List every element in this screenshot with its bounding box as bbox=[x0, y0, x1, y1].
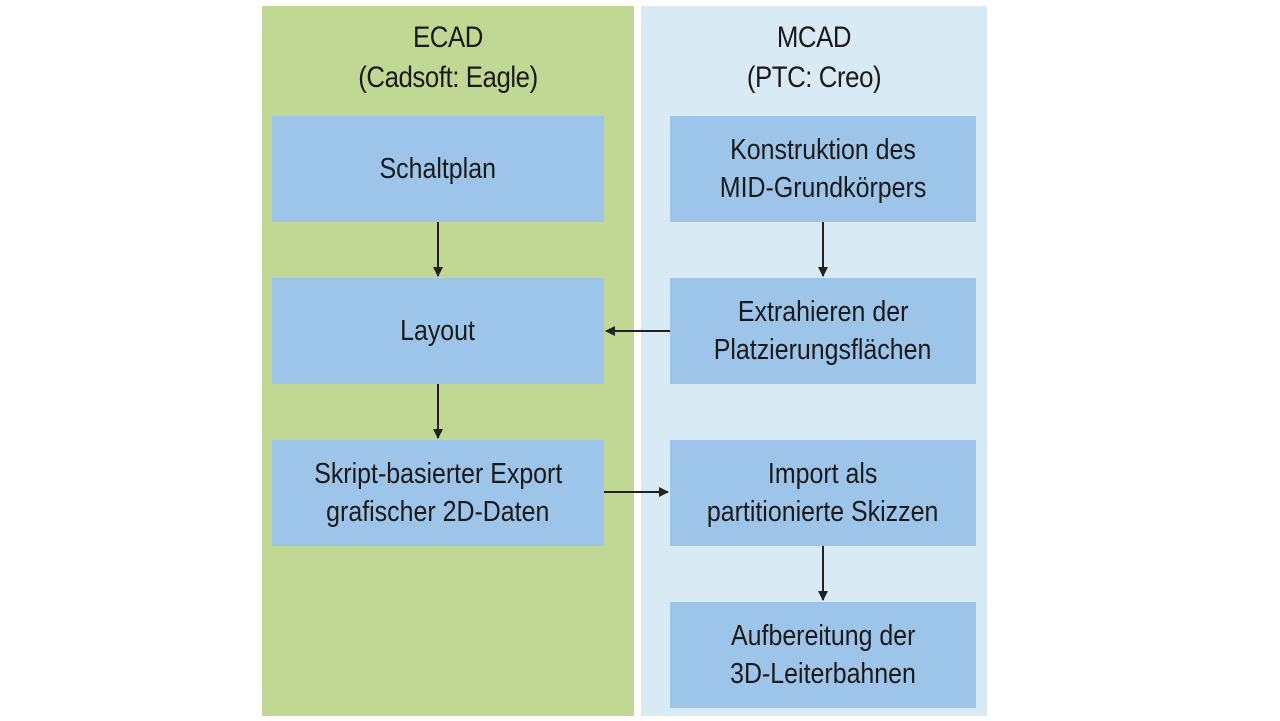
mcad-lane-title: MCAD (PTC: Creo) bbox=[665, 18, 963, 98]
box-layout-line1: Layout bbox=[400, 315, 476, 347]
box-export-line1: Skript-basierter Export bbox=[313, 458, 563, 490]
box-extrahieren: Extrahieren der Platzierungsflächen bbox=[670, 278, 976, 384]
ecad-lane-title: ECAD (Cadsoft: Eagle) bbox=[288, 18, 608, 98]
box-layout: Layout bbox=[272, 278, 604, 384]
ecad-title-line2: (Cadsoft: Eagle) bbox=[358, 61, 538, 94]
box-aufbereitung: Aufbereitung der 3D-Leiterbahnen bbox=[670, 602, 976, 708]
box-import: Import als partitionierte Skizzen bbox=[670, 440, 976, 546]
box-extrahieren-line1: Extrahieren der bbox=[737, 296, 909, 328]
box-schaltplan: Schaltplan bbox=[272, 116, 604, 222]
ecad-title-line1: ECAD bbox=[413, 21, 483, 54]
box-konstruktion: Konstruktion des MID-Grundkörpers bbox=[670, 116, 976, 222]
box-import-line1: Import als bbox=[768, 458, 878, 490]
box-konstruktion-line1: Konstruktion des bbox=[730, 134, 916, 166]
box-export: Skript-basierter Export grafischer 2D-Da… bbox=[272, 440, 604, 546]
box-konstruktion-line2: MID-Grundkörpers bbox=[719, 172, 927, 204]
mcad-title-line1: MCAD bbox=[776, 21, 852, 54]
box-extrahieren-line2: Platzierungsflächen bbox=[714, 334, 932, 366]
mcad-title-line2: (PTC: Creo) bbox=[746, 61, 882, 94]
box-aufbereitung-line2: 3D-Leiterbahnen bbox=[730, 658, 916, 690]
box-export-line2: grafischer 2D-Daten bbox=[326, 496, 550, 528]
box-import-line2: partitionierte Skizzen bbox=[707, 496, 939, 528]
box-aufbereitung-line1: Aufbereitung der bbox=[730, 620, 916, 652]
box-schaltplan-line1: Schaltplan bbox=[379, 153, 497, 185]
